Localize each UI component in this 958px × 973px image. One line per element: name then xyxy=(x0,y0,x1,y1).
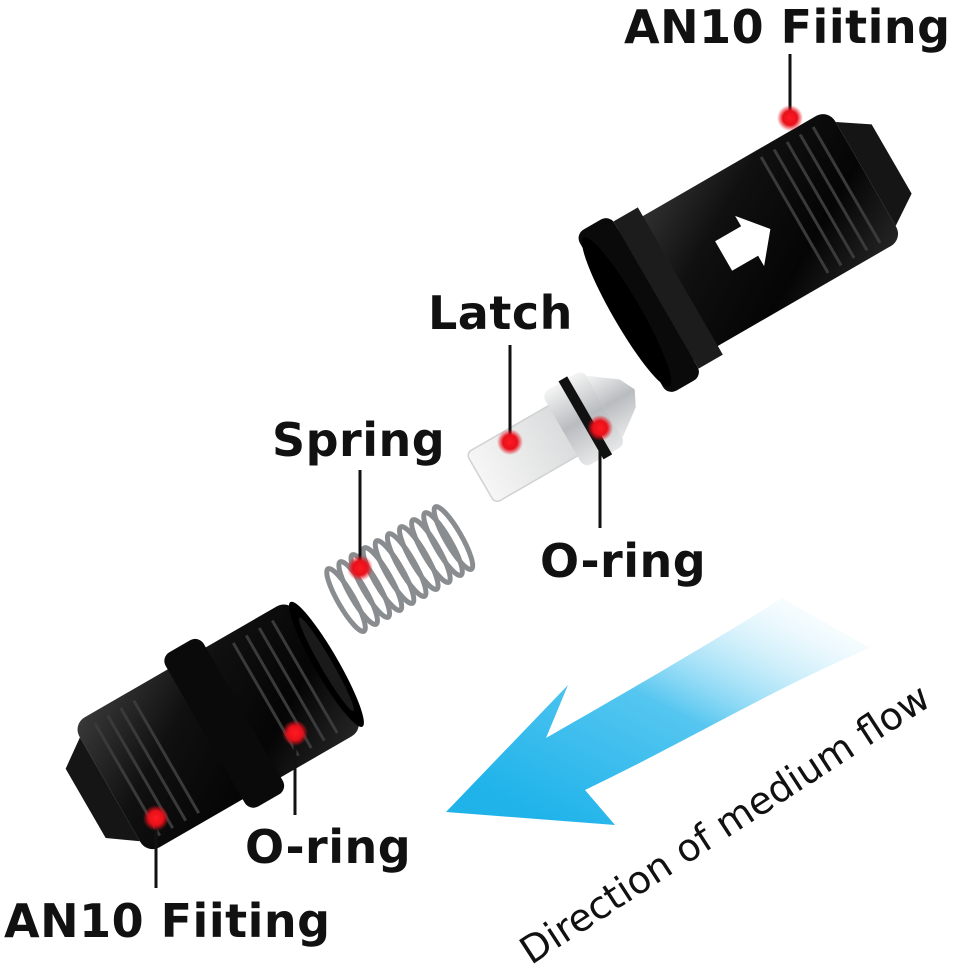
label-an10-fitting-top: AN10 Fiiting xyxy=(624,0,951,54)
flow-arrow-icon xyxy=(446,598,870,825)
red-dot-marker-icon xyxy=(497,429,523,455)
label-latch: Latch xyxy=(428,286,573,340)
red-dot-markers xyxy=(143,105,803,831)
label-o-ring-latch: O-ring xyxy=(540,534,707,588)
red-dot-marker-icon xyxy=(282,720,308,746)
label-spring: Spring xyxy=(272,413,446,467)
label-o-ring-fitting: O-ring xyxy=(245,820,412,874)
spring-part xyxy=(324,504,476,634)
latch-part xyxy=(467,372,636,503)
label-an10-fitting-bottom: AN10 Fiiting xyxy=(4,894,331,948)
red-dot-marker-icon xyxy=(777,105,803,131)
top-an10-fitting xyxy=(578,114,912,392)
red-dot-marker-icon xyxy=(143,805,169,831)
red-dot-marker-icon xyxy=(587,415,613,441)
red-dot-marker-icon xyxy=(347,555,373,581)
white-direction-arrow-icon xyxy=(715,215,771,271)
